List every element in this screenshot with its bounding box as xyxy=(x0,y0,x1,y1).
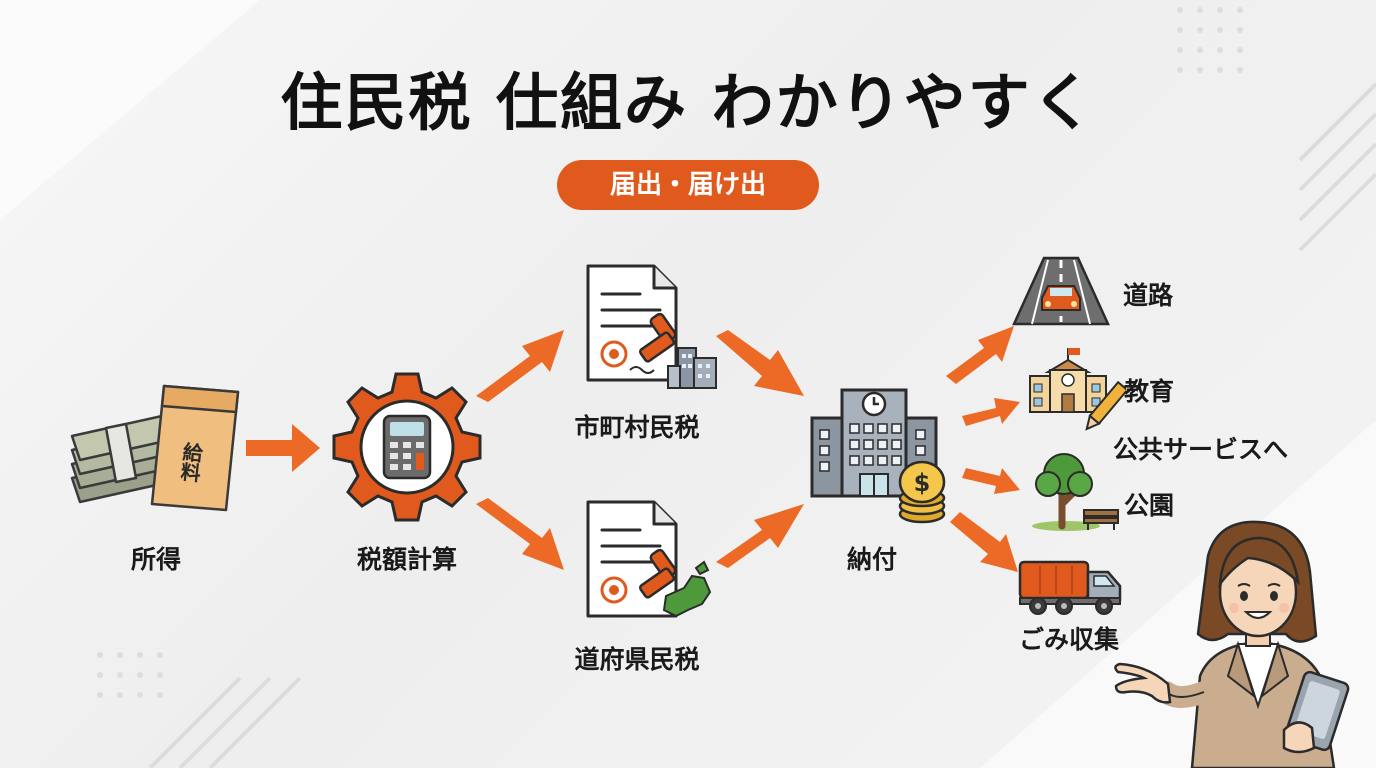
arrow-calc-municipal xyxy=(476,330,564,402)
arrow-municipal-payment xyxy=(716,330,804,396)
income-label: 所得 xyxy=(130,545,181,574)
prefectural-document-icon xyxy=(586,500,712,618)
school-icon xyxy=(1029,348,1126,431)
envelope-text: 給料 xyxy=(176,439,204,483)
svg-text:$: $ xyxy=(914,469,931,497)
road-label: 道路 xyxy=(1123,281,1174,310)
arrow-to-park xyxy=(962,468,1020,494)
gear-calculator-icon xyxy=(332,372,482,522)
municipal-label: 市町村民税 xyxy=(574,413,700,442)
park-label: 公園 xyxy=(1124,491,1175,520)
government-building-icon: $ xyxy=(810,388,946,524)
payment-label: 納付 xyxy=(846,545,897,574)
services-heading: 公共サービスへ xyxy=(1113,435,1289,464)
arrow-calc-prefectural xyxy=(476,498,564,570)
municipal-document-icon xyxy=(586,264,717,389)
arrow-to-road xyxy=(946,326,1014,384)
garbage-label: ごみ収集 xyxy=(1018,625,1119,654)
page-title: 住民税 仕組み わかりやすく xyxy=(280,66,1096,139)
prefectural-label: 道府県民税 xyxy=(574,645,700,674)
park-tree-icon xyxy=(1032,453,1119,531)
education-label: 教育 xyxy=(1124,377,1175,406)
badge-pill: 届出・届け出 xyxy=(557,160,819,210)
presenter-woman-illustration xyxy=(1114,520,1350,768)
road-icon xyxy=(1012,256,1110,326)
arrow-to-garbage xyxy=(950,512,1018,572)
money-envelope-icon: 給料 xyxy=(70,384,240,512)
calc-label: 税額計算 xyxy=(356,545,457,574)
garbage-truck-icon xyxy=(1018,560,1122,615)
arrow-to-education xyxy=(962,398,1020,426)
arrow-prefectural-payment xyxy=(716,504,804,568)
arrow-income-calc xyxy=(246,424,320,472)
